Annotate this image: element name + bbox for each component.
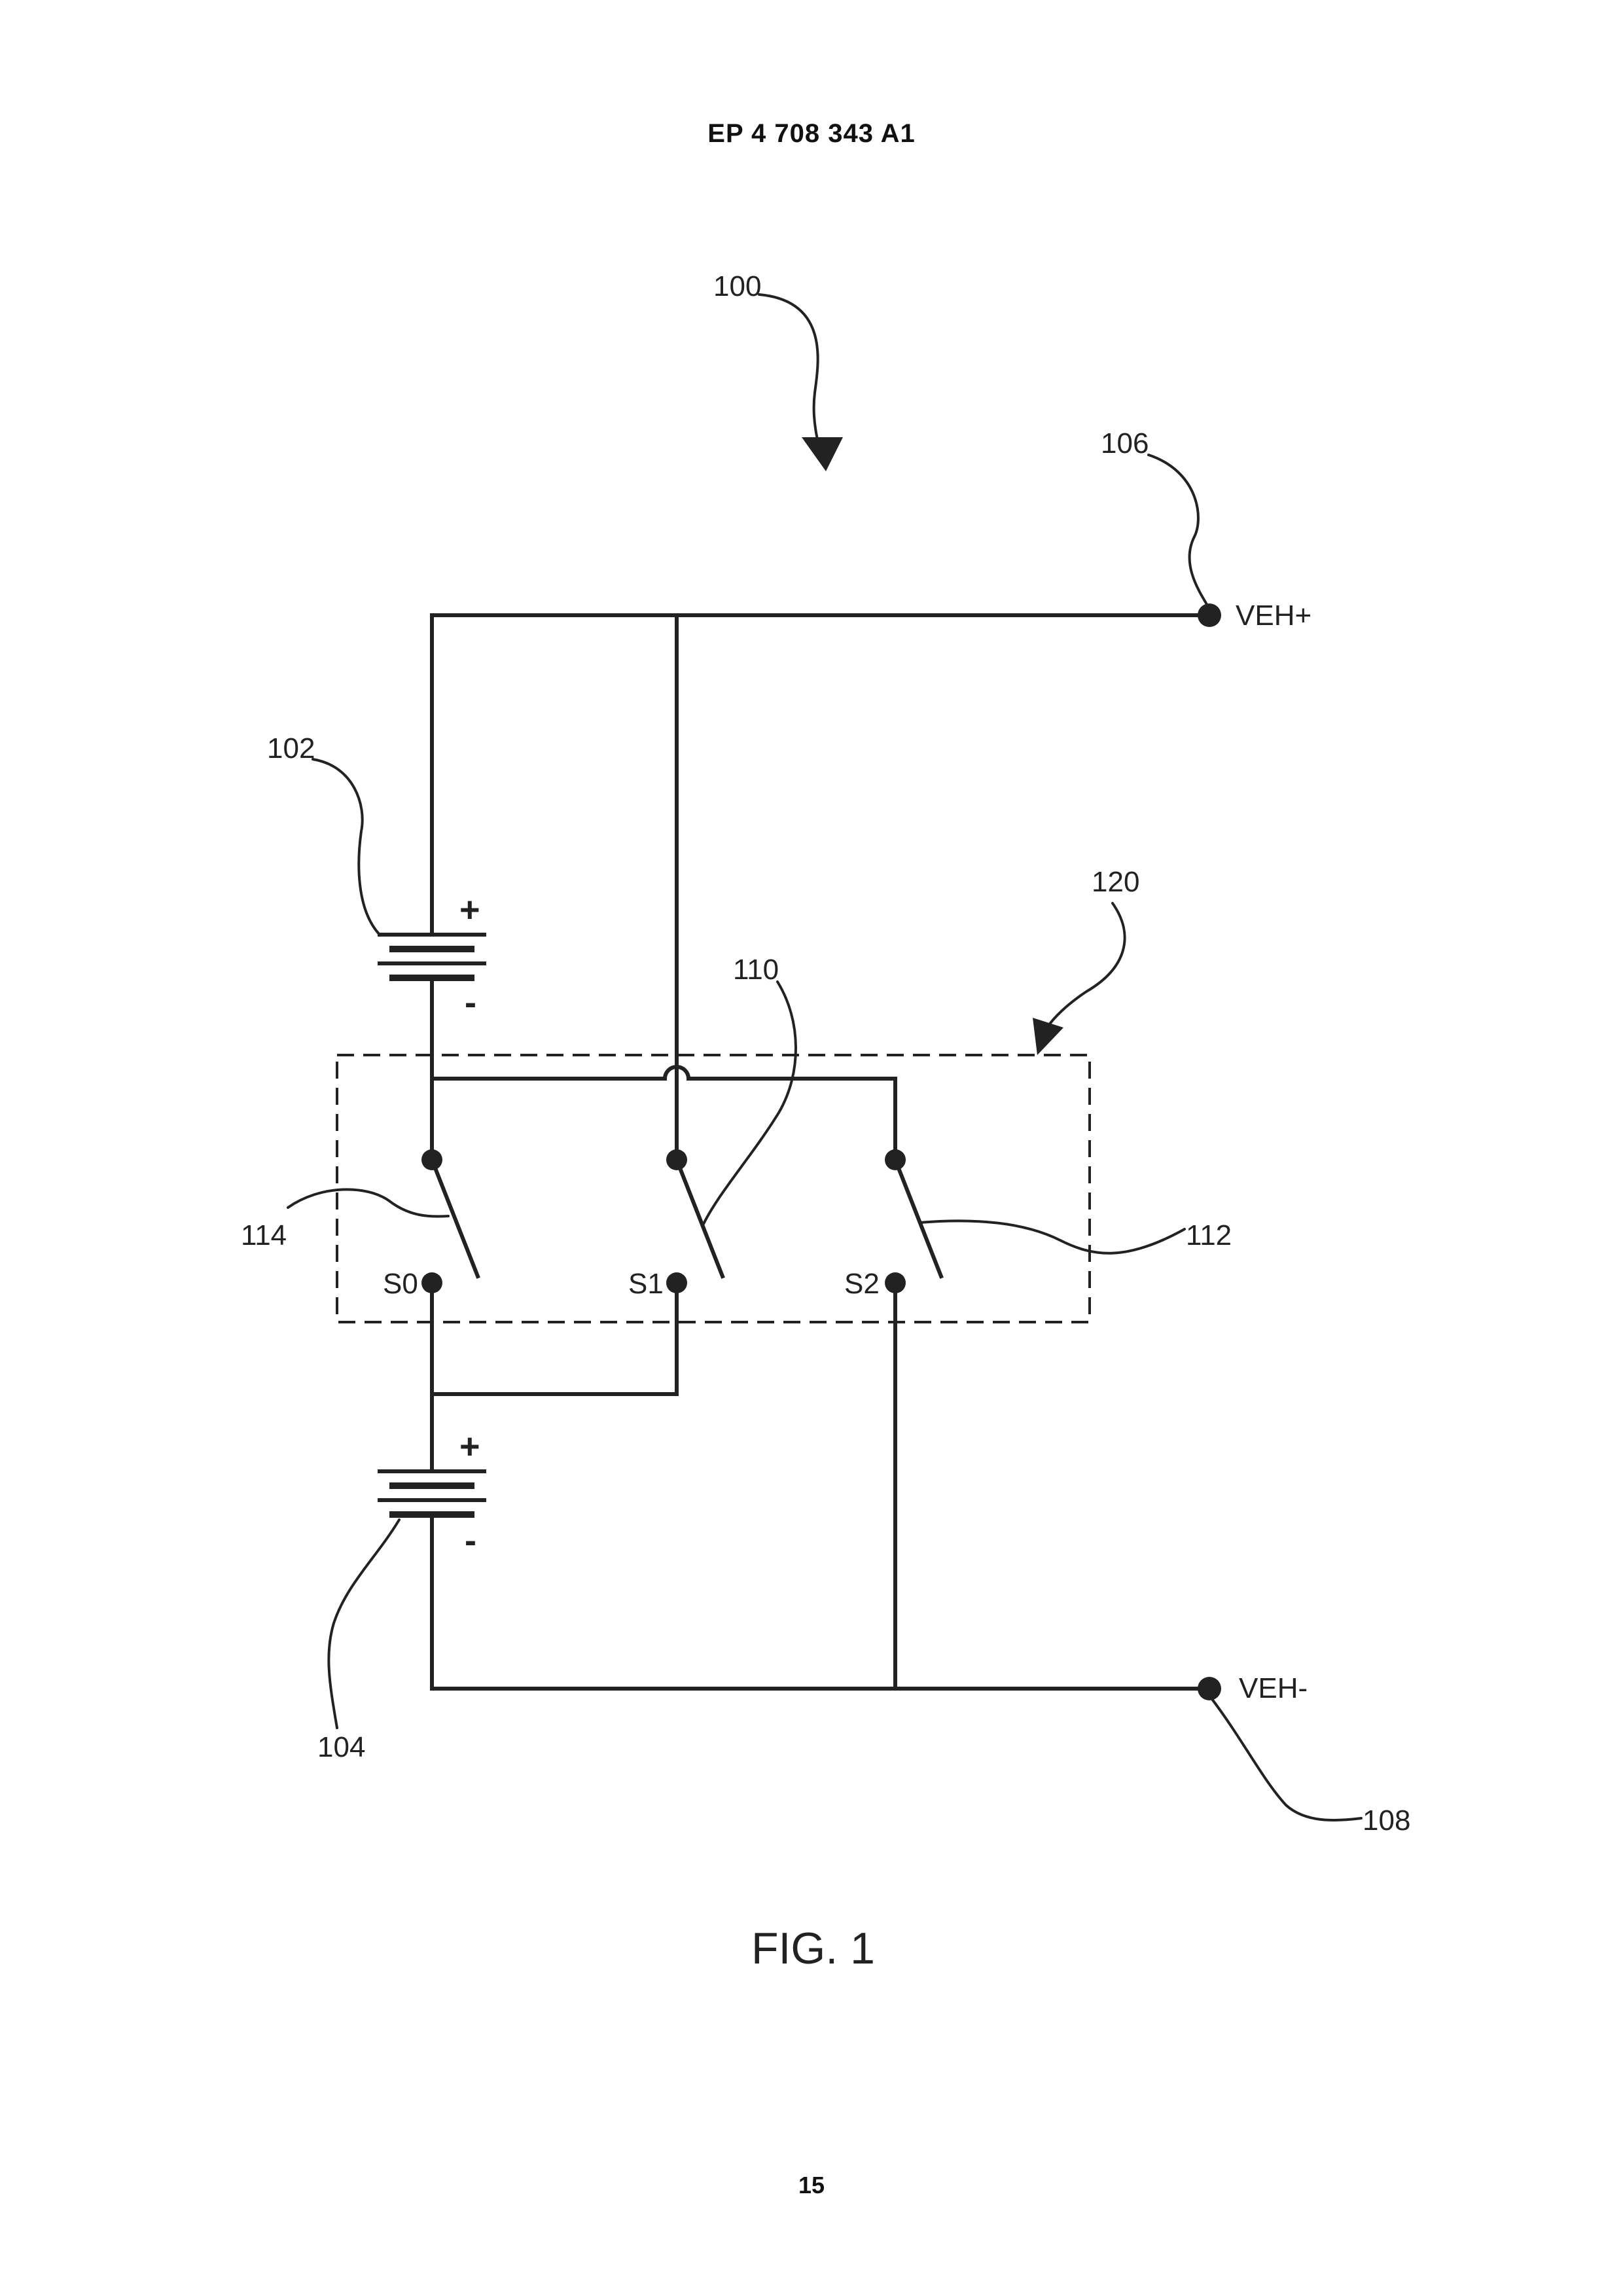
veh-minus-label: VEH- [1239,1672,1308,1704]
ref-104-leader [329,1520,399,1728]
ref-110: 110 [733,954,779,986]
veh-minus-terminal[interactable] [1198,1677,1221,1700]
ref-110-leader [704,982,796,1224]
ref-104: 104 [317,1731,365,1763]
ref-100-arrowhead [802,437,843,471]
battery-102-minus: - [465,983,476,1022]
ref-120-leader [1047,903,1125,1028]
ref-100: 100 [713,270,761,302]
switch-s0-label: S0 [383,1268,418,1300]
veh-plus-terminal[interactable] [1198,603,1221,627]
switch-s2-blade[interactable] [895,1160,941,1276]
battery-102-plus: + [459,890,480,929]
ref-120-arrowhead [1033,1018,1063,1055]
ref-100-leader [759,295,821,452]
ref-114-leader [288,1189,448,1216]
switch-s0-blade[interactable] [432,1160,478,1276]
ref-120: 120 [1092,866,1139,898]
page-number: 15 [0,2172,1623,2199]
ref-102-leader [313,759,380,935]
ref-106: 106 [1101,427,1149,459]
switch-bus-wire [432,1067,895,1158]
ref-112: 112 [1186,1219,1232,1251]
switch-s2-label: S2 [844,1268,880,1300]
ref-102: 102 [267,732,315,764]
switch-s1-label: S1 [628,1268,664,1300]
switch-s1-blade[interactable] [677,1160,722,1276]
ref-108-leader [1212,1699,1361,1820]
switch-unit-box [337,1055,1090,1322]
veh-plus-label: VEH+ [1236,600,1311,632]
ref-106-leader [1149,455,1207,605]
battery-104-minus: - [465,1521,476,1560]
ref-112-leader [919,1221,1185,1253]
ref-114: 114 [241,1219,287,1251]
battery-104-plus: + [459,1427,480,1466]
ref-108: 108 [1363,1804,1410,1837]
figure-caption: FIG. 1 [751,1924,875,1973]
